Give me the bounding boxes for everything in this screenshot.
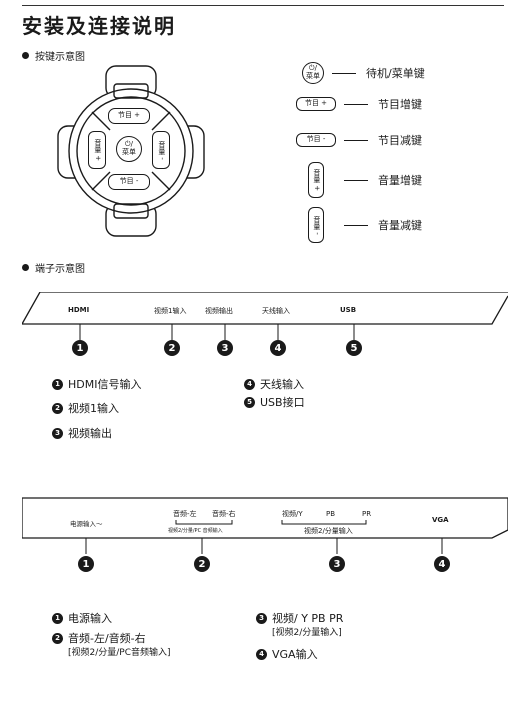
page-title: 安装及连接说明 bbox=[22, 14, 176, 38]
callout-2: 2 bbox=[194, 556, 210, 572]
legend-dash bbox=[344, 224, 368, 226]
port-video-out-label: 视频输出 bbox=[205, 307, 233, 315]
panel2-legend-2-sub: [视频2/分量/PC音频输入] bbox=[68, 648, 171, 658]
callout-1: 1 bbox=[72, 340, 88, 356]
volume-up-icon: 音量 + bbox=[308, 162, 324, 198]
port-hdmi-label: HDMI bbox=[68, 306, 90, 314]
port-pr-label: PR bbox=[362, 510, 372, 518]
callout-1: 1 bbox=[78, 556, 94, 572]
standby-menu-button[interactable]: ⏻/ 菜单 bbox=[116, 136, 142, 162]
legend-dash bbox=[344, 179, 368, 181]
port-video-sub-label: 视频2/分量输入 bbox=[304, 527, 353, 535]
callout-4: 4 bbox=[270, 340, 286, 356]
legend-dash bbox=[332, 72, 356, 74]
bullet-icon bbox=[22, 264, 29, 271]
channel-down-icon: 节目 - bbox=[296, 133, 336, 147]
legend-dash bbox=[344, 103, 368, 105]
port-audio-left-label: 音频-左 bbox=[173, 510, 197, 518]
port-antenna-label: 天线输入 bbox=[262, 307, 290, 315]
panel2-outline bbox=[22, 497, 508, 554]
legend-volume-up: 音量 + 音量增键 bbox=[296, 158, 516, 202]
channel-down-button[interactable]: 节目 - bbox=[108, 174, 150, 190]
port-power-label: 电源输入〜 bbox=[70, 520, 103, 528]
callout-2: 2 bbox=[164, 340, 180, 356]
callout-5: 5 bbox=[346, 340, 362, 356]
port-video-y-label: 视频/Y bbox=[282, 510, 303, 518]
legend-standby: ⏻/ 菜单 待机/菜单键 bbox=[296, 60, 516, 86]
port-vga-label: VGA bbox=[432, 516, 449, 524]
legend-dash bbox=[344, 139, 368, 141]
callout-3: 3 bbox=[329, 556, 345, 572]
callout-4: 4 bbox=[434, 556, 450, 572]
section-ports-heading: 端子示意图 bbox=[22, 260, 85, 275]
top-rule bbox=[22, 5, 504, 6]
legend-volume-down: 音量 - 音量减键 bbox=[296, 202, 516, 248]
channel-up-icon: 节目 + bbox=[296, 97, 336, 111]
legend-channel-up: 节目 + 节目增键 bbox=[296, 86, 516, 122]
legend-channel-down: 节目 - 节目减键 bbox=[296, 122, 516, 158]
volume-up-button[interactable]: 音量 + bbox=[88, 131, 106, 169]
volume-down-button[interactable]: 音量 - bbox=[152, 131, 170, 169]
port-video1-label: 视频1输入 bbox=[154, 307, 187, 315]
panel1-outline bbox=[22, 292, 508, 340]
volume-down-icon: 音量 - bbox=[308, 207, 324, 243]
port-pb-label: PB bbox=[326, 510, 336, 518]
key-legend: ⏻/ 菜单 待机/菜单键 节目 + 节目增键 节目 - 节目减键 音量 + 音量… bbox=[296, 60, 516, 248]
bullet-icon bbox=[22, 52, 29, 59]
port-audio-sub-label: 视频2/分量/PC 音频输入 bbox=[168, 528, 223, 534]
port-audio-right-label: 音频-右 bbox=[212, 510, 236, 518]
panel2-legend-3-sub: [视频2/分量输入] bbox=[272, 628, 342, 638]
section-keys-heading: 按键示意图 bbox=[22, 48, 85, 63]
port-usb-label: USB bbox=[340, 306, 357, 314]
channel-up-button[interactable]: 节目 + bbox=[108, 108, 150, 124]
standby-menu-icon: ⏻/ 菜单 bbox=[302, 62, 324, 84]
callout-3: 3 bbox=[217, 340, 233, 356]
